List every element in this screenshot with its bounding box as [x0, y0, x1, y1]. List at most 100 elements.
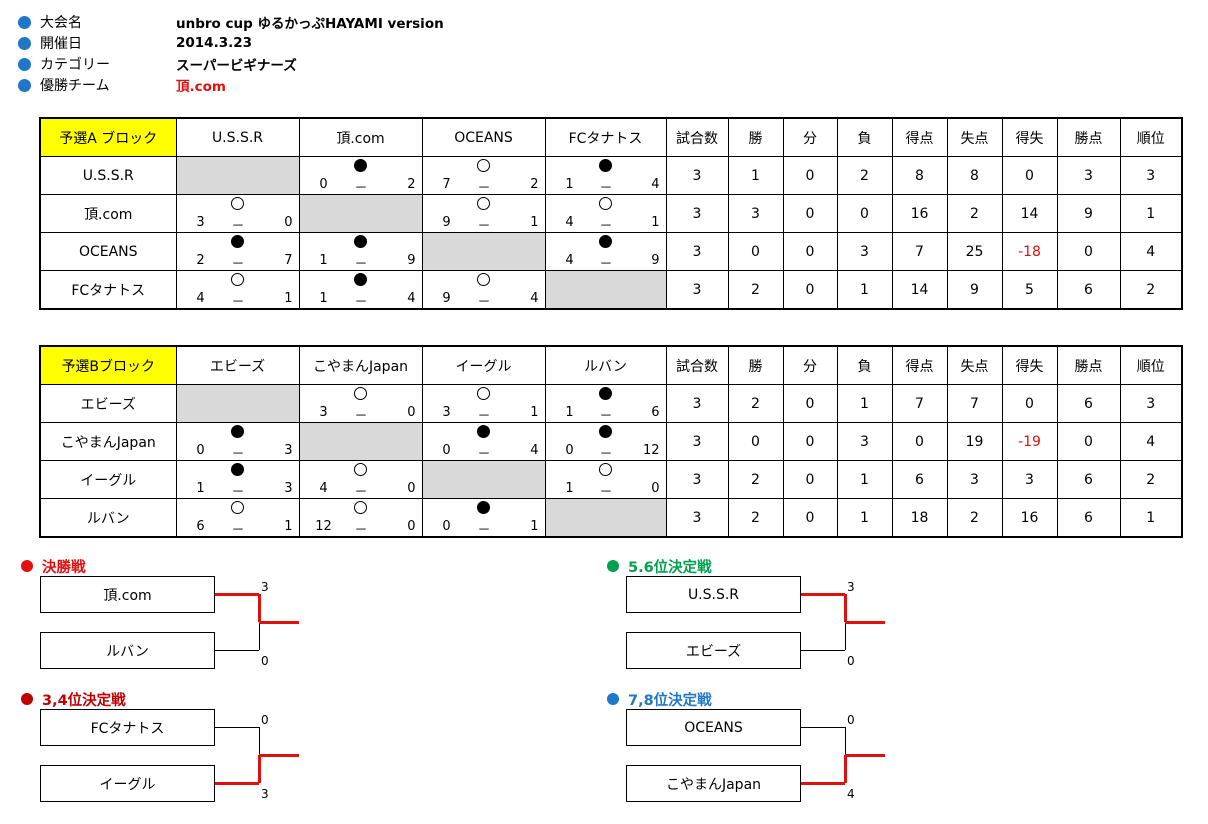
- bracket-score-bottom: 0: [261, 654, 269, 668]
- bracket-line: [215, 727, 259, 728]
- stat-value: 16: [891, 194, 948, 233]
- stat-header: 勝: [727, 345, 784, 385]
- score-dash: －: [477, 409, 491, 424]
- win-circle-icon: [230, 273, 244, 286]
- stat-value: 0: [782, 156, 838, 195]
- score-left: 0: [442, 443, 451, 458]
- stat-value: 3: [665, 270, 729, 310]
- seventh-title: 7,8位決定戦: [607, 689, 712, 709]
- score-dash: －: [354, 257, 368, 272]
- bracket-line: [844, 755, 847, 783]
- score-right: 6: [651, 405, 660, 420]
- score-right: 3: [284, 481, 293, 496]
- match-score: 9－4: [423, 291, 545, 310]
- bracket-score-top: 3: [261, 580, 269, 594]
- bracket-score-top: 0: [847, 713, 855, 727]
- score-left: 1: [319, 253, 328, 268]
- match-result-cell: 0－3: [175, 422, 300, 462]
- stat-value: 19: [946, 422, 1003, 461]
- third-title: 3,4位決定戦: [21, 689, 126, 709]
- bracket-line: [259, 622, 260, 650]
- stat-value: 2: [1119, 460, 1183, 499]
- stat-value: 0: [782, 422, 838, 461]
- score-left: 4: [319, 481, 328, 496]
- match-result-cell: 2－7: [175, 232, 300, 272]
- column-team-header: ルバン: [544, 345, 667, 385]
- score-right: 7: [284, 253, 293, 268]
- win-circle-icon: [476, 387, 490, 400]
- info-value: スーパービギナーズ: [176, 58, 297, 74]
- stat-value: 7: [891, 232, 948, 271]
- column-team-header: OCEANS: [421, 117, 546, 157]
- match-result-cell: 1－3: [175, 460, 300, 500]
- score-right: 4: [651, 177, 660, 192]
- match-result-cell: 4－1: [175, 270, 300, 310]
- win-circle-icon: [230, 501, 244, 514]
- match-score: 6－1: [177, 519, 299, 538]
- match-score: 1－0: [546, 481, 666, 500]
- score-left: 0: [565, 443, 574, 458]
- stat-header: 失点: [946, 345, 1003, 385]
- match-score: 0－12: [546, 443, 666, 462]
- stat-value: 3: [727, 194, 784, 233]
- score-left: 1: [196, 481, 205, 496]
- bullet-icon: [21, 693, 33, 705]
- stat-value: 0: [782, 194, 838, 233]
- score-left: 4: [565, 215, 574, 230]
- stat-value: 2: [727, 498, 784, 538]
- stat-value: 3: [946, 460, 1003, 499]
- stat-value: 4: [1119, 232, 1183, 271]
- stat-value: 0: [782, 460, 838, 499]
- score-left: 4: [196, 291, 205, 306]
- loss-circle-icon: [598, 425, 612, 438]
- win-circle-icon: [476, 273, 490, 286]
- row-team-name: FCタナトス: [39, 270, 177, 310]
- score-dash: －: [599, 257, 613, 272]
- info-row-date: 開催日 2014.3.23: [18, 33, 252, 53]
- bracket-line: [801, 727, 845, 728]
- loss-circle-icon: [353, 235, 367, 248]
- match-score: 3－1: [423, 405, 545, 424]
- score-left: 0: [196, 443, 205, 458]
- final-title: 決勝戦: [21, 556, 86, 576]
- bracket-title: 3,4位決定戦: [42, 692, 126, 709]
- bracket-team-bottom: エビーズ: [626, 632, 801, 669]
- stat-value: 3: [1119, 384, 1183, 423]
- match-score: 0－3: [177, 443, 299, 462]
- block-title: 予選Bブロック: [39, 345, 177, 385]
- stat-value: 0: [1056, 422, 1121, 461]
- info-label: 開催日: [40, 36, 82, 52]
- stat-header: 試合数: [665, 345, 729, 385]
- stat-header: 得点: [891, 345, 948, 385]
- bracket-line: [845, 727, 846, 755]
- diagonal-cell: [544, 270, 667, 310]
- bracket-line: [801, 593, 845, 596]
- bracket-score-top: 3: [847, 580, 855, 594]
- stat-value: 2: [727, 460, 784, 499]
- win-circle-icon: [353, 463, 367, 476]
- stat-header: 得点: [891, 117, 948, 157]
- bracket-winner-line: [259, 621, 299, 624]
- info-value: 2014.3.23: [176, 35, 253, 51]
- score-left: 3: [196, 215, 205, 230]
- match-result-cell: 1－0: [544, 460, 667, 500]
- loss-circle-icon: [476, 425, 490, 438]
- bullet-icon: [607, 560, 619, 572]
- stat-header: 負: [836, 117, 893, 157]
- stat-value: 0: [782, 232, 838, 271]
- stat-value: 18: [891, 498, 948, 538]
- score-left: 1: [565, 177, 574, 192]
- stat-value: -19: [1001, 422, 1058, 461]
- match-result-cell: 0－1: [421, 498, 546, 538]
- match-result-cell: 7－2: [421, 156, 546, 196]
- stat-value: 6: [1056, 498, 1121, 538]
- bracket-team-top: FCタナトス: [40, 709, 215, 746]
- column-team-header: エビーズ: [175, 345, 300, 385]
